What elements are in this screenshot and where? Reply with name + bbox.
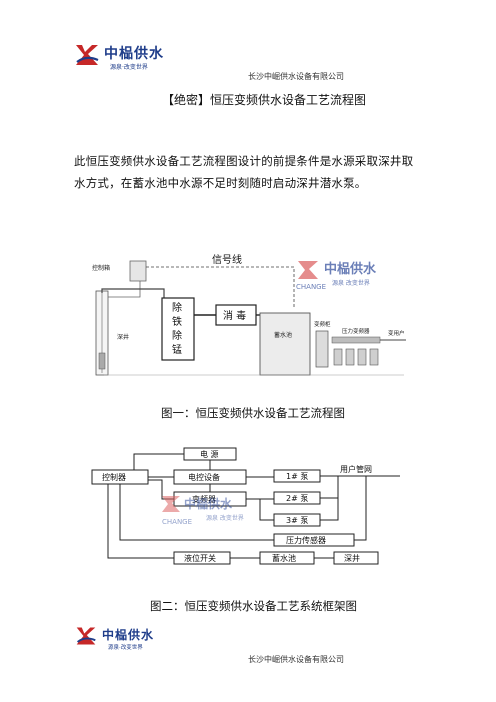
header-logo: 中榀供水 源泉·改变世界: [74, 40, 194, 76]
level-switch-label: 液位开关: [184, 553, 216, 563]
user-pipe-label: 用户管网: [340, 464, 372, 474]
logo-text: 中榀供水: [104, 46, 164, 62]
footer-logo-mark-icon: [76, 627, 96, 645]
iron-removal-char-4: 锰: [172, 343, 182, 356]
reservoir-label: 蓄水池: [274, 331, 292, 339]
reservoir-tank: [259, 312, 311, 376]
control-box-label: 控制箱: [92, 264, 110, 272]
footer-company-name: 长沙中崛供水设备有限公司: [248, 655, 344, 664]
watermark-cn-2: 中榀供水: [184, 496, 233, 511]
pump3-label: 3# 泵: [286, 516, 308, 525]
watermark-sub-2: 源泉 改变世界: [206, 514, 244, 522]
watermark-en: CHANGE: [296, 283, 326, 291]
figure-1-watermark: 中榀供水 CHANGE 源泉 改变世界: [296, 261, 377, 291]
controller-label: 控制器: [102, 472, 126, 482]
logo-mark-icon: [76, 45, 99, 65]
deep-well-label-2: 深井: [344, 553, 360, 563]
figure-1-process-diagram: 控制箱 深井 信号线 除 铁 除 锰 消 毒 蓄水池 变频柜 压力变频器 变用户…: [84, 253, 414, 381]
iron-removal-char-3: 除: [172, 329, 182, 342]
disinfect-label: 消 毒: [223, 309, 246, 322]
watermark-sub: 源泉 改变世界: [332, 279, 370, 287]
figure-1-caption: 图一：恒压变频供水设备工艺流程图: [161, 406, 345, 420]
iron-removal-char-2: 铁: [172, 315, 182, 328]
iron-removal-char-1: 除: [172, 301, 182, 314]
intro-paragraph: 此恒压变频供水设备工艺流程图设计的前提条件是水源采取深井取水方式，在蓄水池中水源…: [74, 154, 414, 190]
figure-2-caption: 图二：恒压变频供水设备工艺系统框架图: [150, 599, 357, 613]
vfd-label: 变频器: [192, 494, 216, 504]
logo-slogan: 源泉·改变世界: [110, 64, 148, 71]
header-company-name: 长沙中崛供水设备有限公司: [248, 72, 344, 81]
figure-2-system-diagram: 电 源 控制器 电控设备 变频器 1# 泵 2# 泵 3# 泵 用户管网 压力传…: [88, 440, 408, 570]
vfd-cabinet-label: 变频柜: [314, 320, 331, 328]
document-title: 【绝密】恒压变频供水设备工艺流程图: [162, 93, 367, 107]
watermark-cn: 中榀供水: [324, 261, 377, 277]
pressure-sensor-label: 压力传感器: [286, 535, 326, 545]
electrical-label: 电控设备: [188, 472, 220, 482]
watermark-en-2: CHANGE: [162, 518, 192, 526]
signal-line-label: 信号线: [212, 253, 242, 266]
deep-well-label: 深井: [117, 333, 129, 341]
footer-logo-slogan: 源泉·改变世界: [108, 645, 143, 651]
pump1-label: 1# 泵: [286, 472, 308, 481]
iron-removal-box: [161, 297, 195, 361]
pressure-tank-label: 压力变频器: [342, 327, 370, 335]
footer-logo-text: 中榀供水: [102, 628, 155, 642]
vfd-cabinet: [315, 330, 329, 368]
figure-2-watermark: 中榀供水 CHANGE 源泉 改变世界: [162, 496, 244, 526]
reservoir-label-2: 蓄水池: [272, 553, 296, 563]
footer-logo: 中榀供水 源泉·改变世界: [74, 625, 194, 655]
user-label: 变用户: [388, 329, 405, 337]
control-box: [129, 260, 147, 282]
power-label: 电 源: [200, 449, 219, 459]
pump2-label: 2# 泵: [286, 494, 308, 503]
